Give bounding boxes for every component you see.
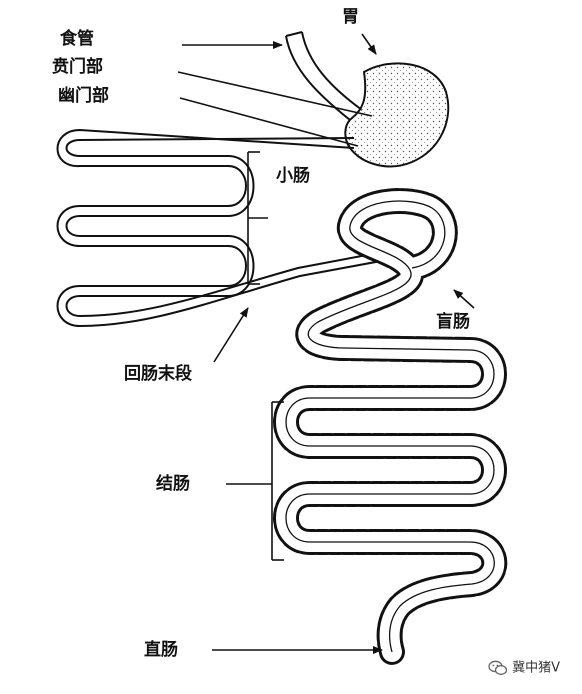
cardia-label: 贲门部	[52, 57, 103, 77]
stomach-arrow	[361, 33, 377, 55]
small-intestine-shape	[56, 128, 409, 328]
terminal-ileum-arrow	[213, 307, 249, 363]
cecum-arrow	[453, 289, 475, 309]
esophagus-shape	[285, 31, 363, 121]
watermark-text: 冀中猪V	[512, 660, 561, 676]
pylorus-label: 幽门部	[58, 86, 109, 106]
watermark: 冀中猪V	[488, 660, 560, 676]
wechat-icon	[488, 660, 508, 675]
stomach-shape	[344, 62, 450, 168]
pointer-lines	[177, 33, 475, 654]
cecum-label: 盲肠	[436, 312, 470, 332]
terminal-ileum-label: 回肠末段	[124, 364, 192, 384]
cardia-line	[177, 71, 373, 117]
stomach-label: 胃	[342, 7, 359, 27]
pylorus-line	[179, 97, 359, 147]
colon-shape	[273, 188, 508, 665]
small-intestine-label: 小肠	[276, 166, 310, 186]
colon-label: 结肠	[156, 474, 190, 494]
rectum-label: 直肠	[144, 640, 178, 660]
esophagus-label: 食管	[60, 29, 94, 49]
